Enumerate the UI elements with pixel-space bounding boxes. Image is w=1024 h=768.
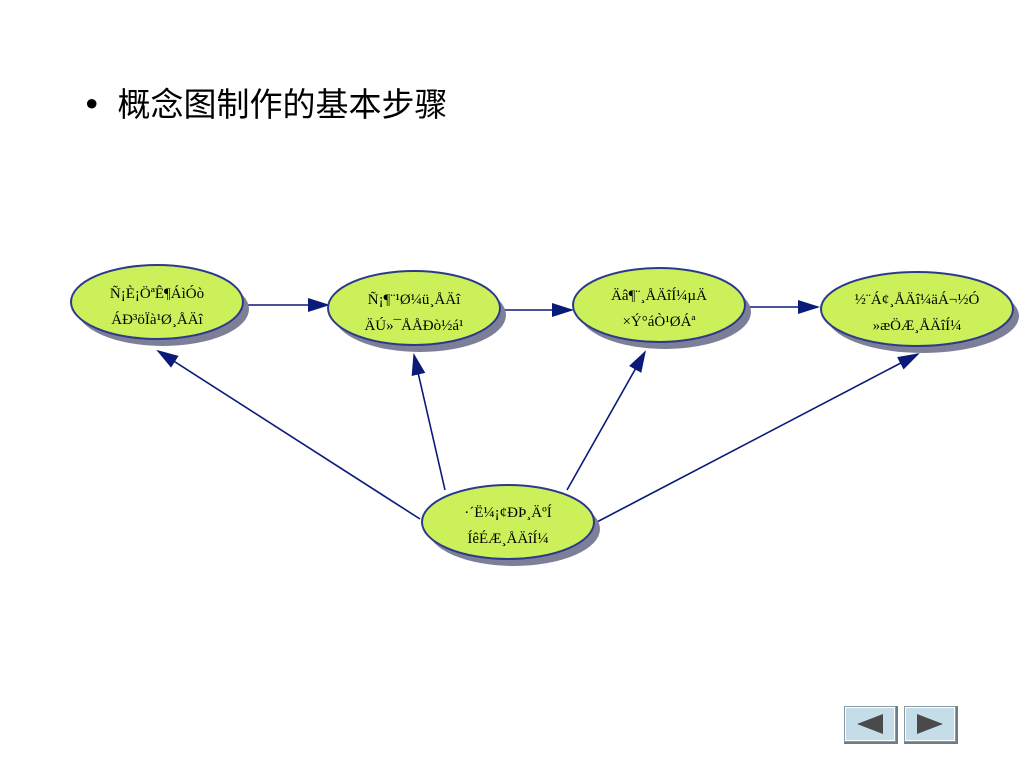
bullet-point: •: [82, 85, 102, 124]
concept-node-5: ·´Ë¼¡¢ÐÞ¸ÄºÍ ÍêÉÆ¸ÅÄîÍ¼: [421, 484, 600, 566]
concept-node-1-line2: ÁÐ³öÏà¹Ø¸ÅÄî: [111, 311, 203, 328]
arrow-n5-to-n1: [156, 349, 421, 520]
previous-slide-button[interactable]: [845, 707, 895, 741]
concept-node-1: Ñ¡È¡ÖªÊ¶ÁìÓò ÁÐ³öÏà¹Ø¸ÅÄî: [70, 264, 249, 346]
triangle-left-icon: [857, 714, 883, 734]
arrow-n5-to-n3: [566, 350, 646, 491]
concept-node-2-line1: Ñ¡¶¨¹Ø¼ü¸ÅÄî: [368, 291, 461, 308]
arrow-n5-to-n4: [594, 353, 920, 524]
heading: • 概念图制作的基本步骤: [82, 78, 447, 126]
concept-node-2: Ñ¡¶¨¹Ø¼ü¸ÅÄî ÄÚ»¯ÅÅÐò½á¹: [327, 270, 506, 352]
concept-node-3-line2: ×Ý°áÒ¹ØÁª: [622, 313, 696, 330]
concept-node-4-line2: »æÖÆ¸ÅÄîÍ¼: [873, 317, 962, 334]
concept-node-3-line1: Äâ¶¨¸ÅÄîÍ¼µÄ: [611, 287, 707, 304]
page-title: 概念图制作的基本步骤: [117, 85, 448, 124]
concept-node-4-line1: ½¨Á¢¸ÅÄî¼äÁ¬½Ó: [855, 291, 980, 308]
concept-node-3: Äâ¶¨¸ÅÄîÍ¼µÄ ×Ý°áÒ¹ØÁª: [572, 267, 751, 349]
concept-node-1-line1: Ñ¡È¡ÖªÊ¶ÁìÓò: [110, 285, 204, 302]
concept-node-4: ½¨Á¢¸ÅÄî¼äÁ¬½Ó »æÖÆ¸ÅÄîÍ¼: [820, 271, 1019, 353]
concept-node-5-line2: ÍêÉÆ¸ÅÄîÍ¼: [467, 530, 548, 547]
next-slide-button[interactable]: [905, 707, 955, 741]
concept-node-2-line2: ÄÚ»¯ÅÅÐò½á¹: [364, 317, 463, 334]
concept-node-5-line1: ·´Ë¼¡¢ÐÞ¸ÄºÍ: [464, 504, 552, 521]
arrow-n5-to-n2: [411, 353, 446, 491]
triangle-right-icon: [917, 714, 943, 734]
